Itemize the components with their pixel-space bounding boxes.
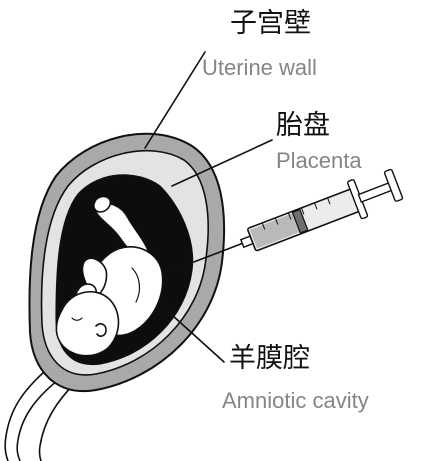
- leader-uterine-wall: [145, 52, 205, 148]
- uterine-wall-label-en: Uterine wall: [202, 57, 317, 79]
- amniotic-cavity-label-en: Amniotic cavity: [222, 390, 369, 412]
- placenta-label-zh: 胎盘: [276, 112, 330, 139]
- uterine-wall-label-zh: 子宫壁: [230, 10, 311, 37]
- amniotic-cavity-label-zh: 羊膜腔: [229, 345, 310, 372]
- placenta-label-en: Placenta: [276, 150, 362, 172]
